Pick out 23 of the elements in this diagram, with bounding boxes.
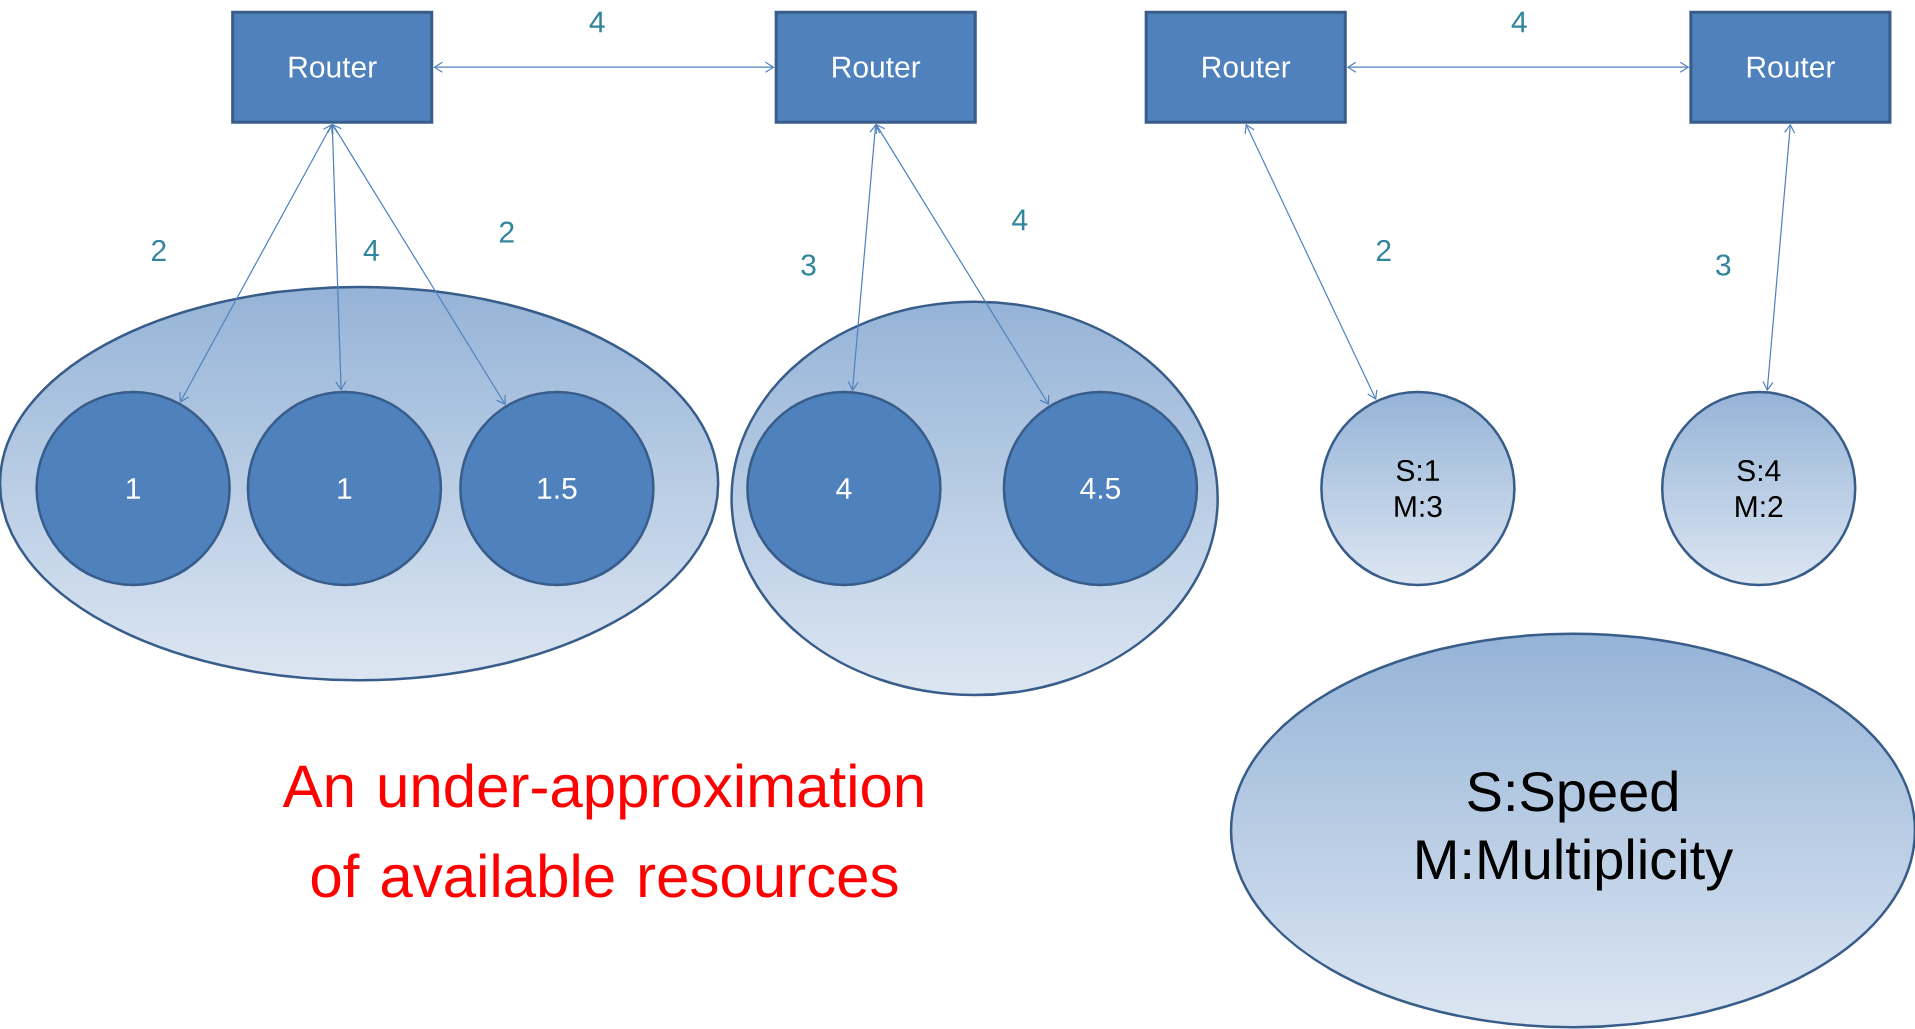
router-box: Router	[1689, 10, 1892, 124]
arrow	[433, 61, 775, 73]
arrow	[847, 123, 881, 392]
edge-label: 2	[1376, 239, 1391, 261]
edge-label: 3	[1716, 254, 1731, 276]
edge-label: 2	[151, 239, 166, 261]
arrow	[1346, 61, 1690, 73]
arrow	[326, 123, 347, 391]
edge-label: 4	[1012, 209, 1028, 231]
edge-label: 2	[499, 221, 514, 243]
edge-label: 3	[801, 254, 816, 276]
router-box: Router	[231, 10, 434, 124]
edge-label: 4	[363, 240, 379, 261]
arrow	[1244, 123, 1378, 401]
arrow	[179, 123, 333, 403]
router-box: Router	[774, 10, 977, 124]
edge-label: 4	[589, 11, 605, 33]
edge-label: 4	[1511, 11, 1527, 33]
arrow	[1762, 123, 1796, 392]
caption: An under-approximation of available resources	[282, 763, 923, 898]
router-box: Router	[1144, 10, 1347, 124]
arrow	[875, 123, 1050, 406]
arrow	[332, 123, 506, 406]
